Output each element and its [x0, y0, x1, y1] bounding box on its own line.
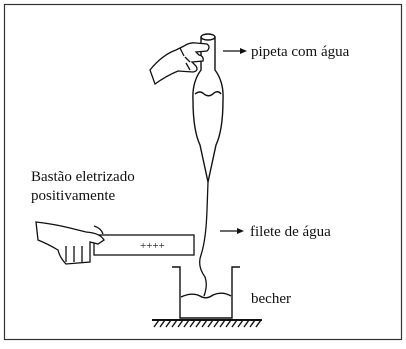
- charged-rod: [93, 234, 195, 256]
- ground-surface: [152, 319, 262, 328]
- ground-hatch-mark: [219, 319, 226, 328]
- pipette-water-level: [194, 91, 222, 97]
- ground-hatch-mark: [195, 319, 202, 328]
- stream-label-arrow: [220, 228, 244, 234]
- ground-hatch-mark: [171, 319, 178, 328]
- ground-hatch-mark: [237, 319, 244, 328]
- stream-label: filete de água: [250, 224, 331, 240]
- rod-label-line1: Bastão eletrizado: [31, 169, 135, 185]
- ground-hatch-mark: [255, 319, 262, 328]
- beaker-label: becher: [251, 291, 291, 307]
- ground-hatch-mark: [231, 319, 238, 328]
- ground-hatch-mark: [201, 319, 208, 328]
- pipette-top-opening: [200, 33, 216, 41]
- ground-hatch-mark: [243, 319, 250, 328]
- ground-hatch-mark: [183, 319, 190, 328]
- hand-holding-rod: [35, 221, 105, 265]
- ground-hatch-mark: [159, 319, 166, 328]
- pipette-label: pipeta com água: [251, 44, 350, 60]
- pipette-label-arrow: [223, 48, 247, 54]
- ground-hatch-mark: [189, 319, 196, 328]
- ground-hatch-mark: [213, 319, 220, 328]
- ground-hatch-mark: [165, 319, 172, 328]
- rod-charges: ++++: [140, 240, 165, 252]
- ground-hatch-mark: [177, 319, 184, 328]
- ground-hatch-mark: [153, 319, 160, 328]
- hand-holding-pipette: [149, 42, 210, 86]
- beaker: [172, 266, 240, 319]
- rod-label-line2: positivamente: [31, 188, 115, 204]
- figure-frame: [3, 3, 403, 341]
- ground-hatch-mark: [207, 319, 214, 328]
- ground-hatch-mark: [225, 319, 232, 328]
- water-stream: [199, 181, 209, 297]
- beaker-water-surface: [180, 292, 232, 299]
- ground-hatch-mark: [249, 319, 256, 328]
